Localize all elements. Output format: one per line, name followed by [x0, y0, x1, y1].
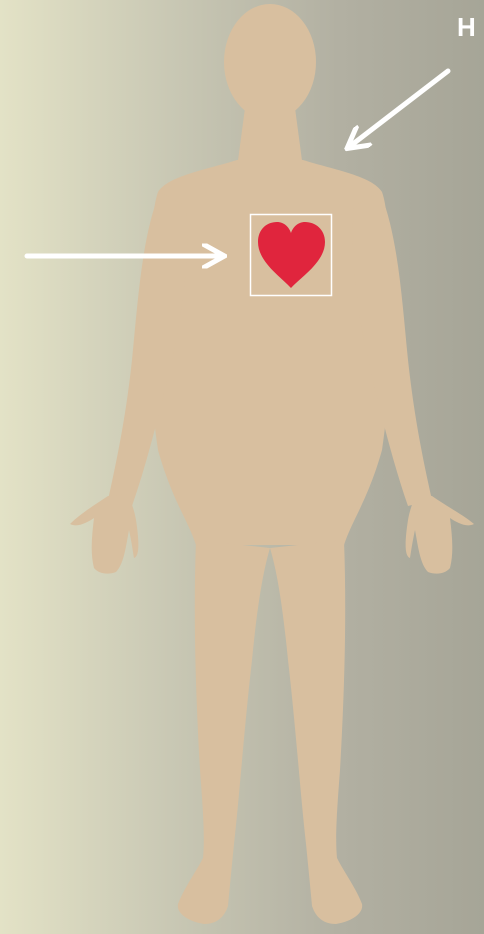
neck-shape	[237, 108, 303, 168]
arrow-down-left-icon	[349, 71, 448, 147]
right-hand-shape	[406, 494, 474, 574]
corner-label: H	[457, 14, 476, 40]
right-leg-shape	[270, 540, 362, 924]
head-shape	[224, 4, 316, 120]
left-leg-shape	[178, 540, 270, 924]
left-hand-shape	[70, 494, 138, 574]
human-body-silhouette-icon	[70, 4, 474, 924]
